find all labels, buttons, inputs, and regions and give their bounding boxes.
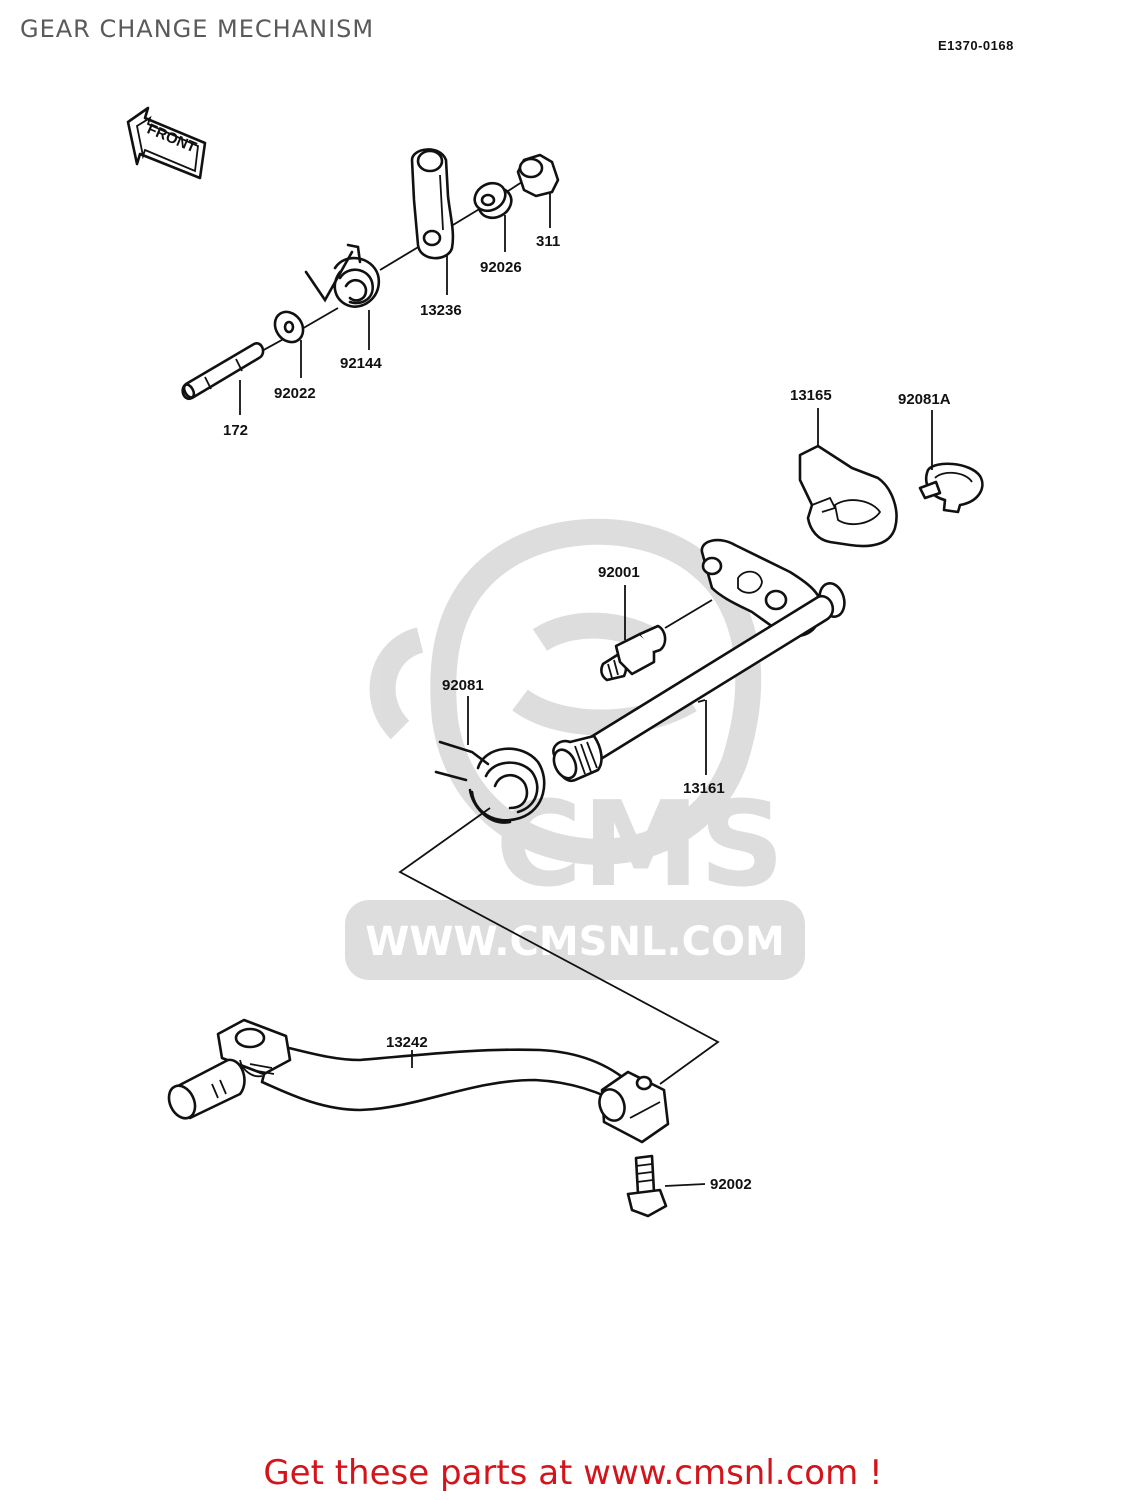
watermark-brand: CMS xyxy=(495,775,784,913)
shaft-leaders xyxy=(467,585,707,775)
label-92026: 92026 xyxy=(480,259,522,276)
part-92081-return-spring xyxy=(434,740,546,824)
watermark-url: WWW.CMSNL.COM xyxy=(365,919,785,965)
part-92026-collar xyxy=(473,181,513,220)
watermark-cms-plate xyxy=(345,900,805,980)
part-13165-plate xyxy=(798,444,898,548)
front-direction-arrow: FRONT xyxy=(126,106,207,180)
part-13236-lever xyxy=(410,148,455,260)
spring-to-lever-connector xyxy=(398,807,720,1085)
label-172: 172 xyxy=(223,422,248,439)
label-92081a: 92081A xyxy=(898,391,951,408)
label-92001: 92001 xyxy=(598,564,640,581)
page-title: GEAR CHANGE MECHANISM xyxy=(20,15,375,43)
part-92022-washer xyxy=(273,310,305,344)
label-13161: 13161 xyxy=(683,780,725,797)
part-13242-shift-pedal xyxy=(167,1018,670,1144)
part-92144-spring xyxy=(304,243,381,308)
label-92081: 92081 xyxy=(442,677,484,694)
label-92022: 92022 xyxy=(274,385,316,402)
part-92002-bolt xyxy=(626,1154,706,1218)
label-92002: 92002 xyxy=(710,1176,752,1193)
part-172-pin xyxy=(181,342,265,401)
part-311-nut xyxy=(516,153,560,198)
label-311: 311 xyxy=(536,233,560,250)
part-number-labels: 311 92026 13236 92144 92022 172 13165 92… xyxy=(223,233,951,1193)
label-92144: 92144 xyxy=(340,355,382,372)
label-13165: 13165 xyxy=(790,387,832,404)
label-13242: 13242 xyxy=(386,1034,428,1051)
part-13161-shift-shaft xyxy=(552,538,846,783)
diagram-code: E1370-0168 xyxy=(938,38,1014,53)
right-upper-leaders xyxy=(817,408,933,470)
footer-link-text[interactable]: Get these parts at www.cmsnl.com ! xyxy=(263,1453,883,1493)
part-92081a-clip xyxy=(918,462,984,514)
part-92001-bolt xyxy=(600,599,713,682)
label-13236: 13236 xyxy=(420,302,462,319)
cmsnl-watermark: CMS WWW.CMSNL.COM xyxy=(345,518,805,980)
